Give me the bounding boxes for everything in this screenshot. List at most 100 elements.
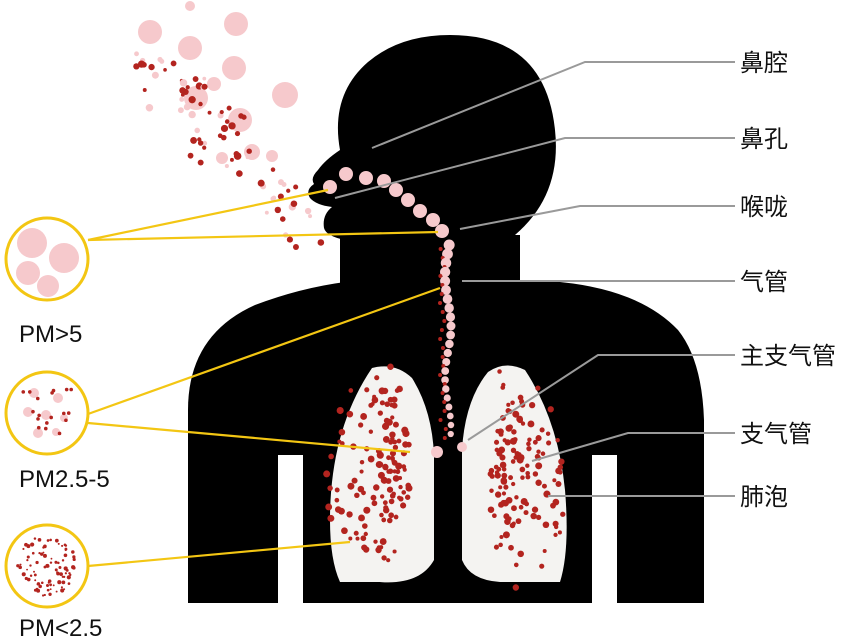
bronchiole-particle: [499, 461, 507, 469]
small-particle: [220, 134, 227, 141]
label-alveoli: 肺泡: [740, 483, 788, 511]
medium-particle: [45, 421, 49, 425]
bronchiole-particle: [386, 486, 394, 493]
bronchiole-particle: [358, 422, 364, 428]
large-particle: [216, 152, 228, 164]
bronchiole-particle: [494, 439, 500, 445]
medium-particle: [36, 417, 40, 421]
small-particle: [224, 119, 230, 124]
bronchiole-particle: [532, 471, 539, 477]
bronchiole-particle: [497, 428, 504, 435]
bronchiole-particle: [523, 510, 529, 516]
bronchiole-particle: [510, 400, 515, 405]
small-particle: [238, 113, 244, 119]
small-particle: [145, 104, 154, 112]
bronchiole-particle: [388, 498, 395, 505]
bronchiole-particle: [513, 562, 519, 568]
medium-particle: [33, 428, 43, 438]
fine-particle: [63, 553, 68, 558]
bronchiole-particle: [360, 413, 368, 420]
bronchiole-particle: [552, 520, 559, 527]
medium-particle: [69, 387, 74, 392]
fine-particle: [71, 550, 75, 554]
torso-right: [188, 282, 704, 603]
bronchiole-particle: [401, 426, 409, 434]
small-particle: [202, 140, 208, 146]
fine-particle: [40, 581, 44, 585]
bronchiole-particle: [393, 514, 399, 520]
trachea-particle: [446, 321, 456, 331]
bronchiole-particle: [362, 523, 368, 529]
medium-particle: [64, 418, 68, 423]
trachea-particle: [443, 348, 452, 358]
bronchiole-particle: [364, 387, 370, 393]
fine-particle: [33, 573, 37, 577]
fine-particle: [64, 572, 67, 575]
bronchiole-particle: [391, 459, 396, 464]
small-particle: [226, 105, 232, 111]
bronchiole-particle: [392, 421, 399, 428]
fine-particle: [41, 594, 45, 597]
trachea-particle: [443, 427, 448, 431]
bronchiole-particle: [386, 455, 391, 461]
bronchiole-particle: [405, 484, 413, 492]
pm-small-sample: [4, 523, 90, 609]
bronchiole-particle: [494, 447, 500, 453]
large-particle: [207, 77, 221, 91]
fine-particle: [64, 549, 67, 552]
bronchiole-particle: [371, 500, 378, 507]
small-particle: [159, 58, 165, 64]
bronchiole-particle: [359, 459, 365, 465]
bronchiole-particle: [368, 402, 374, 408]
bronchiole-particle: [535, 435, 542, 442]
bronchiole-particle: [387, 517, 393, 524]
small-particle: [179, 79, 188, 87]
bronchiole-particle: [529, 401, 536, 409]
airway-particles: [323, 167, 467, 458]
bronchiole-particle: [379, 538, 387, 545]
pointer-main-bronchus: [467, 354, 735, 441]
bronchiole-particle: [525, 474, 531, 480]
bronchiole-particle: [520, 475, 525, 480]
large-particle: [266, 150, 278, 162]
bronchiole-particle: [510, 459, 516, 464]
small-particle: [304, 207, 312, 215]
bronchiole-particle: [552, 478, 557, 483]
fine-particle: [29, 564, 32, 567]
bronchiole-particle: [361, 490, 366, 496]
bronchiole-particle: [396, 438, 402, 444]
bronchiole-particle: [555, 437, 560, 443]
trachea-particle: [447, 430, 454, 438]
bronchiole-particle: [348, 388, 354, 393]
bronchiole-particle: [527, 437, 532, 442]
large-particle: [185, 1, 195, 11]
bronchiole-particle: [363, 531, 368, 537]
bronchiole-particle: [392, 549, 397, 554]
bronchiole-particle: [372, 394, 377, 399]
medium-particle: [41, 410, 51, 420]
small-particle: [184, 94, 189, 100]
bronchiole-particle: [323, 470, 331, 478]
bronchiole-particle: [520, 421, 526, 426]
bronchiole-particle: [510, 447, 517, 453]
small-particle: [233, 151, 240, 157]
bronchiole-particle: [346, 410, 354, 418]
bronchiole-particle: [501, 382, 506, 388]
bronchiole-particle: [558, 458, 565, 465]
bronchiole-particle: [379, 512, 384, 518]
bronchiole-particle: [383, 507, 390, 514]
small-particle: [134, 51, 139, 57]
fine-particle: [57, 580, 62, 585]
bronchiole-particle: [494, 472, 501, 479]
airway-particle: [426, 213, 440, 227]
fine-particle: [67, 582, 71, 585]
label-main-bronchus: 主支气管: [740, 342, 836, 370]
bronchiole-particle: [501, 472, 508, 479]
fine-particle: [57, 542, 60, 545]
small-particle: [180, 92, 185, 97]
trachea-particle: [445, 312, 456, 322]
fine-particle: [26, 558, 29, 562]
bronchiole-particle: [539, 563, 545, 569]
bronchiole-particle: [503, 513, 510, 520]
bronchiole-particle: [373, 539, 378, 544]
